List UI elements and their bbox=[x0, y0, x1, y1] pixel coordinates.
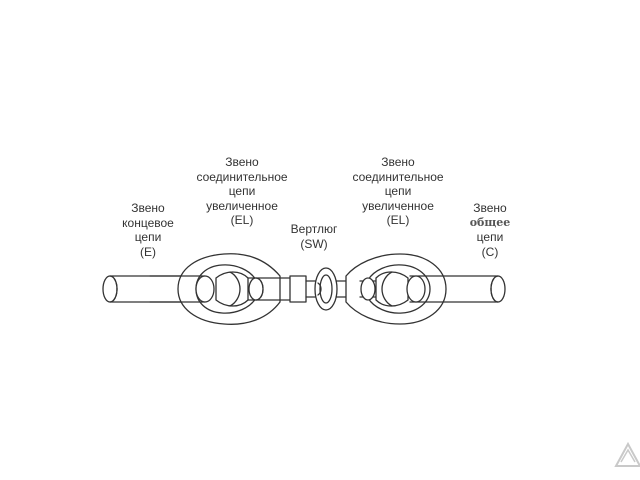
enlarged-link-left-label: Звено соединительное цепи увеличенное (E… bbox=[196, 155, 288, 227]
swivel bbox=[289, 267, 361, 311]
enlarged-link-right-label: Звено соединительное цепи увеличенное (E… bbox=[352, 155, 444, 227]
end-link-bar-end bbox=[149, 275, 215, 303]
logo-triangle-icon bbox=[614, 441, 640, 467]
common-link-right bbox=[406, 275, 506, 303]
enlarged-link-right-inner bbox=[359, 271, 409, 307]
swivel-label: Вертлюг (SW) bbox=[290, 222, 338, 251]
common-link-label: Звено общее цепи (C) bbox=[469, 201, 511, 259]
enlarged-link-left-inner bbox=[215, 271, 291, 307]
end-link-label: Звено концевое цепи (E) bbox=[122, 201, 174, 259]
